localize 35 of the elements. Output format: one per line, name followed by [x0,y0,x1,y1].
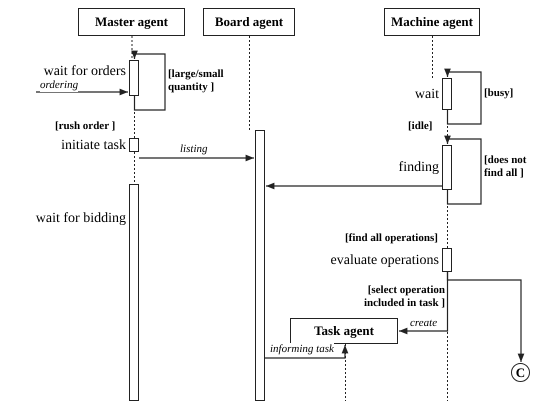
message-arrow [444,68,482,125]
guard-condition: [busy] [484,87,514,100]
activity-label: wait [414,87,439,103]
guard-condition: [find all operations] [345,232,438,245]
lifeline-header-box: Task agent [290,318,398,344]
lifeline [432,36,433,78]
connector-circle: C [511,363,530,382]
message-arrow [139,154,254,162]
message-arrow [36,88,128,96]
message-arrow [399,272,448,334]
activity-label: wait for orders [44,64,126,80]
message-arrow [131,50,166,111]
activation-bar [255,130,265,401]
lifeline [447,110,448,146]
activity-label: initiate task [61,138,126,154]
guard-condition: [rush order ] [55,120,116,133]
lifeline [134,96,135,138]
message-arrow [444,136,482,205]
activity-label: evaluate operations [330,253,439,269]
message-label: informing task [270,343,334,356]
lifeline-header-box: Board agent [203,8,295,36]
lifeline [447,272,448,401]
message-label: listing [180,143,208,156]
lifeline [134,152,135,184]
message-arrow [265,345,348,359]
lifeline [345,344,346,401]
activity-label: finding [398,160,439,176]
lifeline-header-box: Master agent [78,8,185,36]
activity-label: wait for bidding [36,211,126,227]
message-arrow [266,182,442,190]
guard-condition: [idle] [408,120,432,133]
lifeline-header-box: Machine agent [384,8,480,36]
message-label: ordering [40,79,78,92]
lifeline [447,190,448,248]
lifeline [249,36,250,130]
